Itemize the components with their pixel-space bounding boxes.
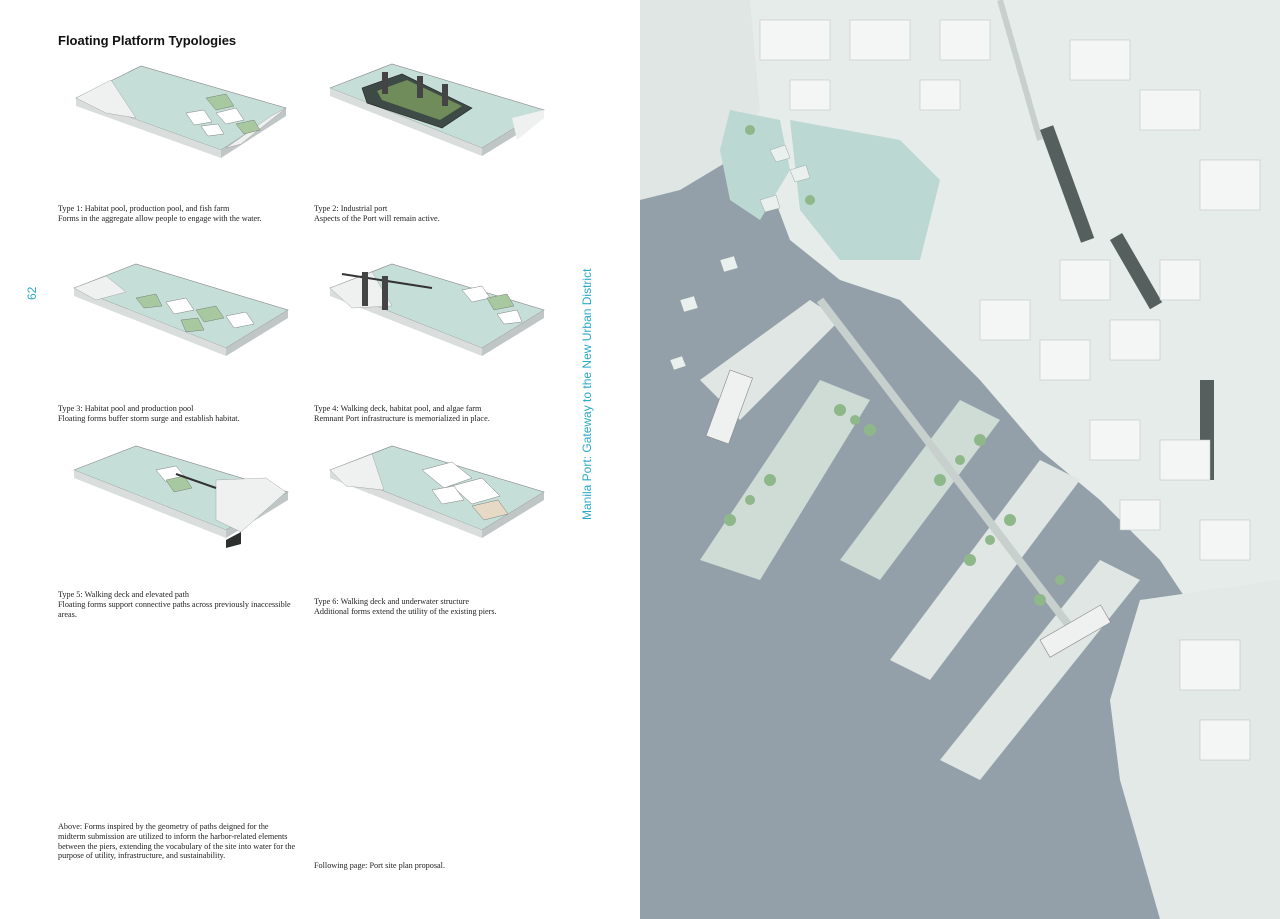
page-number: 62 [25, 286, 39, 300]
type-2-caption: Type 2: Industrial port Aspects of the P… [314, 204, 554, 224]
type-2-desc: Aspects of the Port will remain active. [314, 213, 440, 223]
type-4-diagram [322, 258, 552, 378]
type-6-caption: Type 6: Walking deck and underwater stru… [314, 597, 554, 617]
type-1-desc: Forms in the aggregate allow people to e… [58, 213, 262, 223]
type-3-title: Type 3: Habitat pool and production pool [58, 404, 194, 413]
footnote-above: Above: Forms inspired by the geometry of… [58, 822, 296, 861]
type-3-diagram [66, 258, 296, 378]
footnote-following: Following page: Port site plan proposal. [314, 861, 445, 870]
site-plan-map [640, 0, 1280, 919]
type-3-caption: Type 3: Habitat pool and production pool… [58, 404, 298, 424]
running-head: Manila Port: Gateway to the New Urban Di… [580, 268, 594, 520]
type-5-diagram [66, 440, 296, 560]
page-title: Floating Platform Typologies [58, 33, 237, 48]
type-6-title: Type 6: Walking deck and underwater stru… [314, 597, 470, 606]
type-4-title: Type 4: Walking deck, habitat pool, and … [314, 404, 482, 413]
type-4-desc: Remnant Port infrastructure is memoriali… [314, 413, 490, 423]
type-1-title: Type 1: Habitat pool, production pool, a… [58, 204, 230, 213]
type-2-title: Type 2: Industrial port [314, 204, 388, 213]
type-1-caption: Type 1: Habitat pool, production pool, a… [58, 204, 298, 224]
type-1-diagram [66, 58, 296, 178]
type-2-diagram [322, 58, 552, 178]
left-page: Floating Platform Typologies 62 Type 1: … [25, 33, 594, 870]
type-4-caption: Type 4: Walking deck, habitat pool, and … [314, 404, 554, 424]
type-5-desc: Floating forms support connective paths … [58, 599, 291, 619]
type-6-desc: Additional forms extend the utility of t… [314, 606, 497, 616]
type-3-desc: Floating forms buffer storm surge and es… [58, 413, 240, 423]
type-6-diagram [322, 440, 552, 560]
type-5-caption: Type 5: Walking deck and elevated path F… [58, 590, 298, 619]
type-5-title: Type 5: Walking deck and elevated path [58, 590, 189, 599]
